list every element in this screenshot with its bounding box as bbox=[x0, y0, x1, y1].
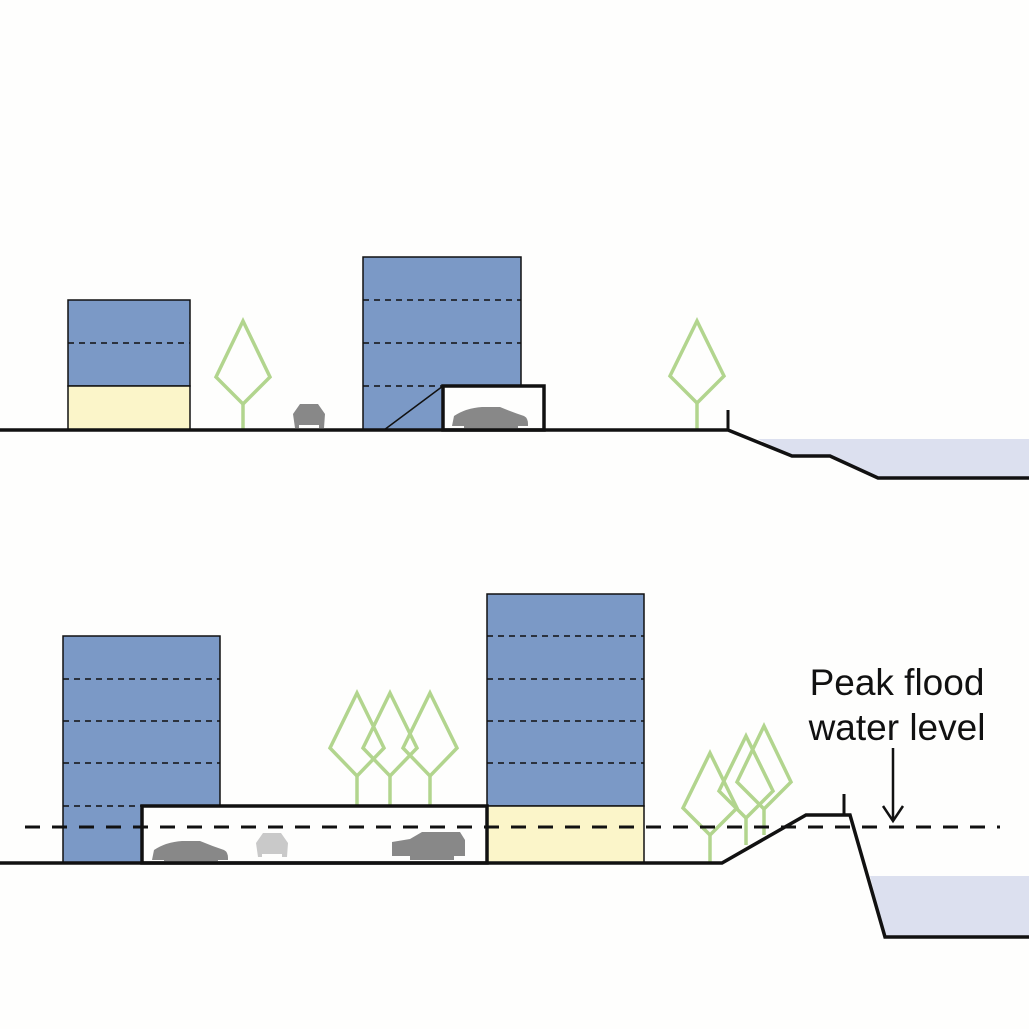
annotation-line-1: Peak flood bbox=[810, 662, 985, 703]
building-right bbox=[486, 593, 645, 864]
river-water bbox=[870, 876, 1029, 937]
building-left bbox=[67, 299, 191, 431]
tree-group-dike bbox=[680, 721, 794, 863]
car-front-icon bbox=[256, 833, 288, 857]
arrow-down-icon bbox=[881, 748, 905, 824]
car-front-icon bbox=[293, 404, 325, 428]
annotation-line-2: water level bbox=[808, 707, 986, 748]
garage-ramp bbox=[383, 385, 444, 431]
tree bbox=[213, 316, 273, 430]
tree bbox=[667, 317, 727, 430]
river-water bbox=[758, 439, 1029, 478]
building-middle bbox=[362, 256, 546, 432]
ground-line bbox=[0, 428, 1029, 480]
tree-group-podium bbox=[327, 689, 460, 806]
current-section bbox=[0, 256, 1029, 480]
ground-line bbox=[0, 813, 1029, 939]
underground-parking bbox=[140, 804, 489, 865]
flood-resilient-section: Peak flood water level bbox=[0, 593, 1029, 939]
